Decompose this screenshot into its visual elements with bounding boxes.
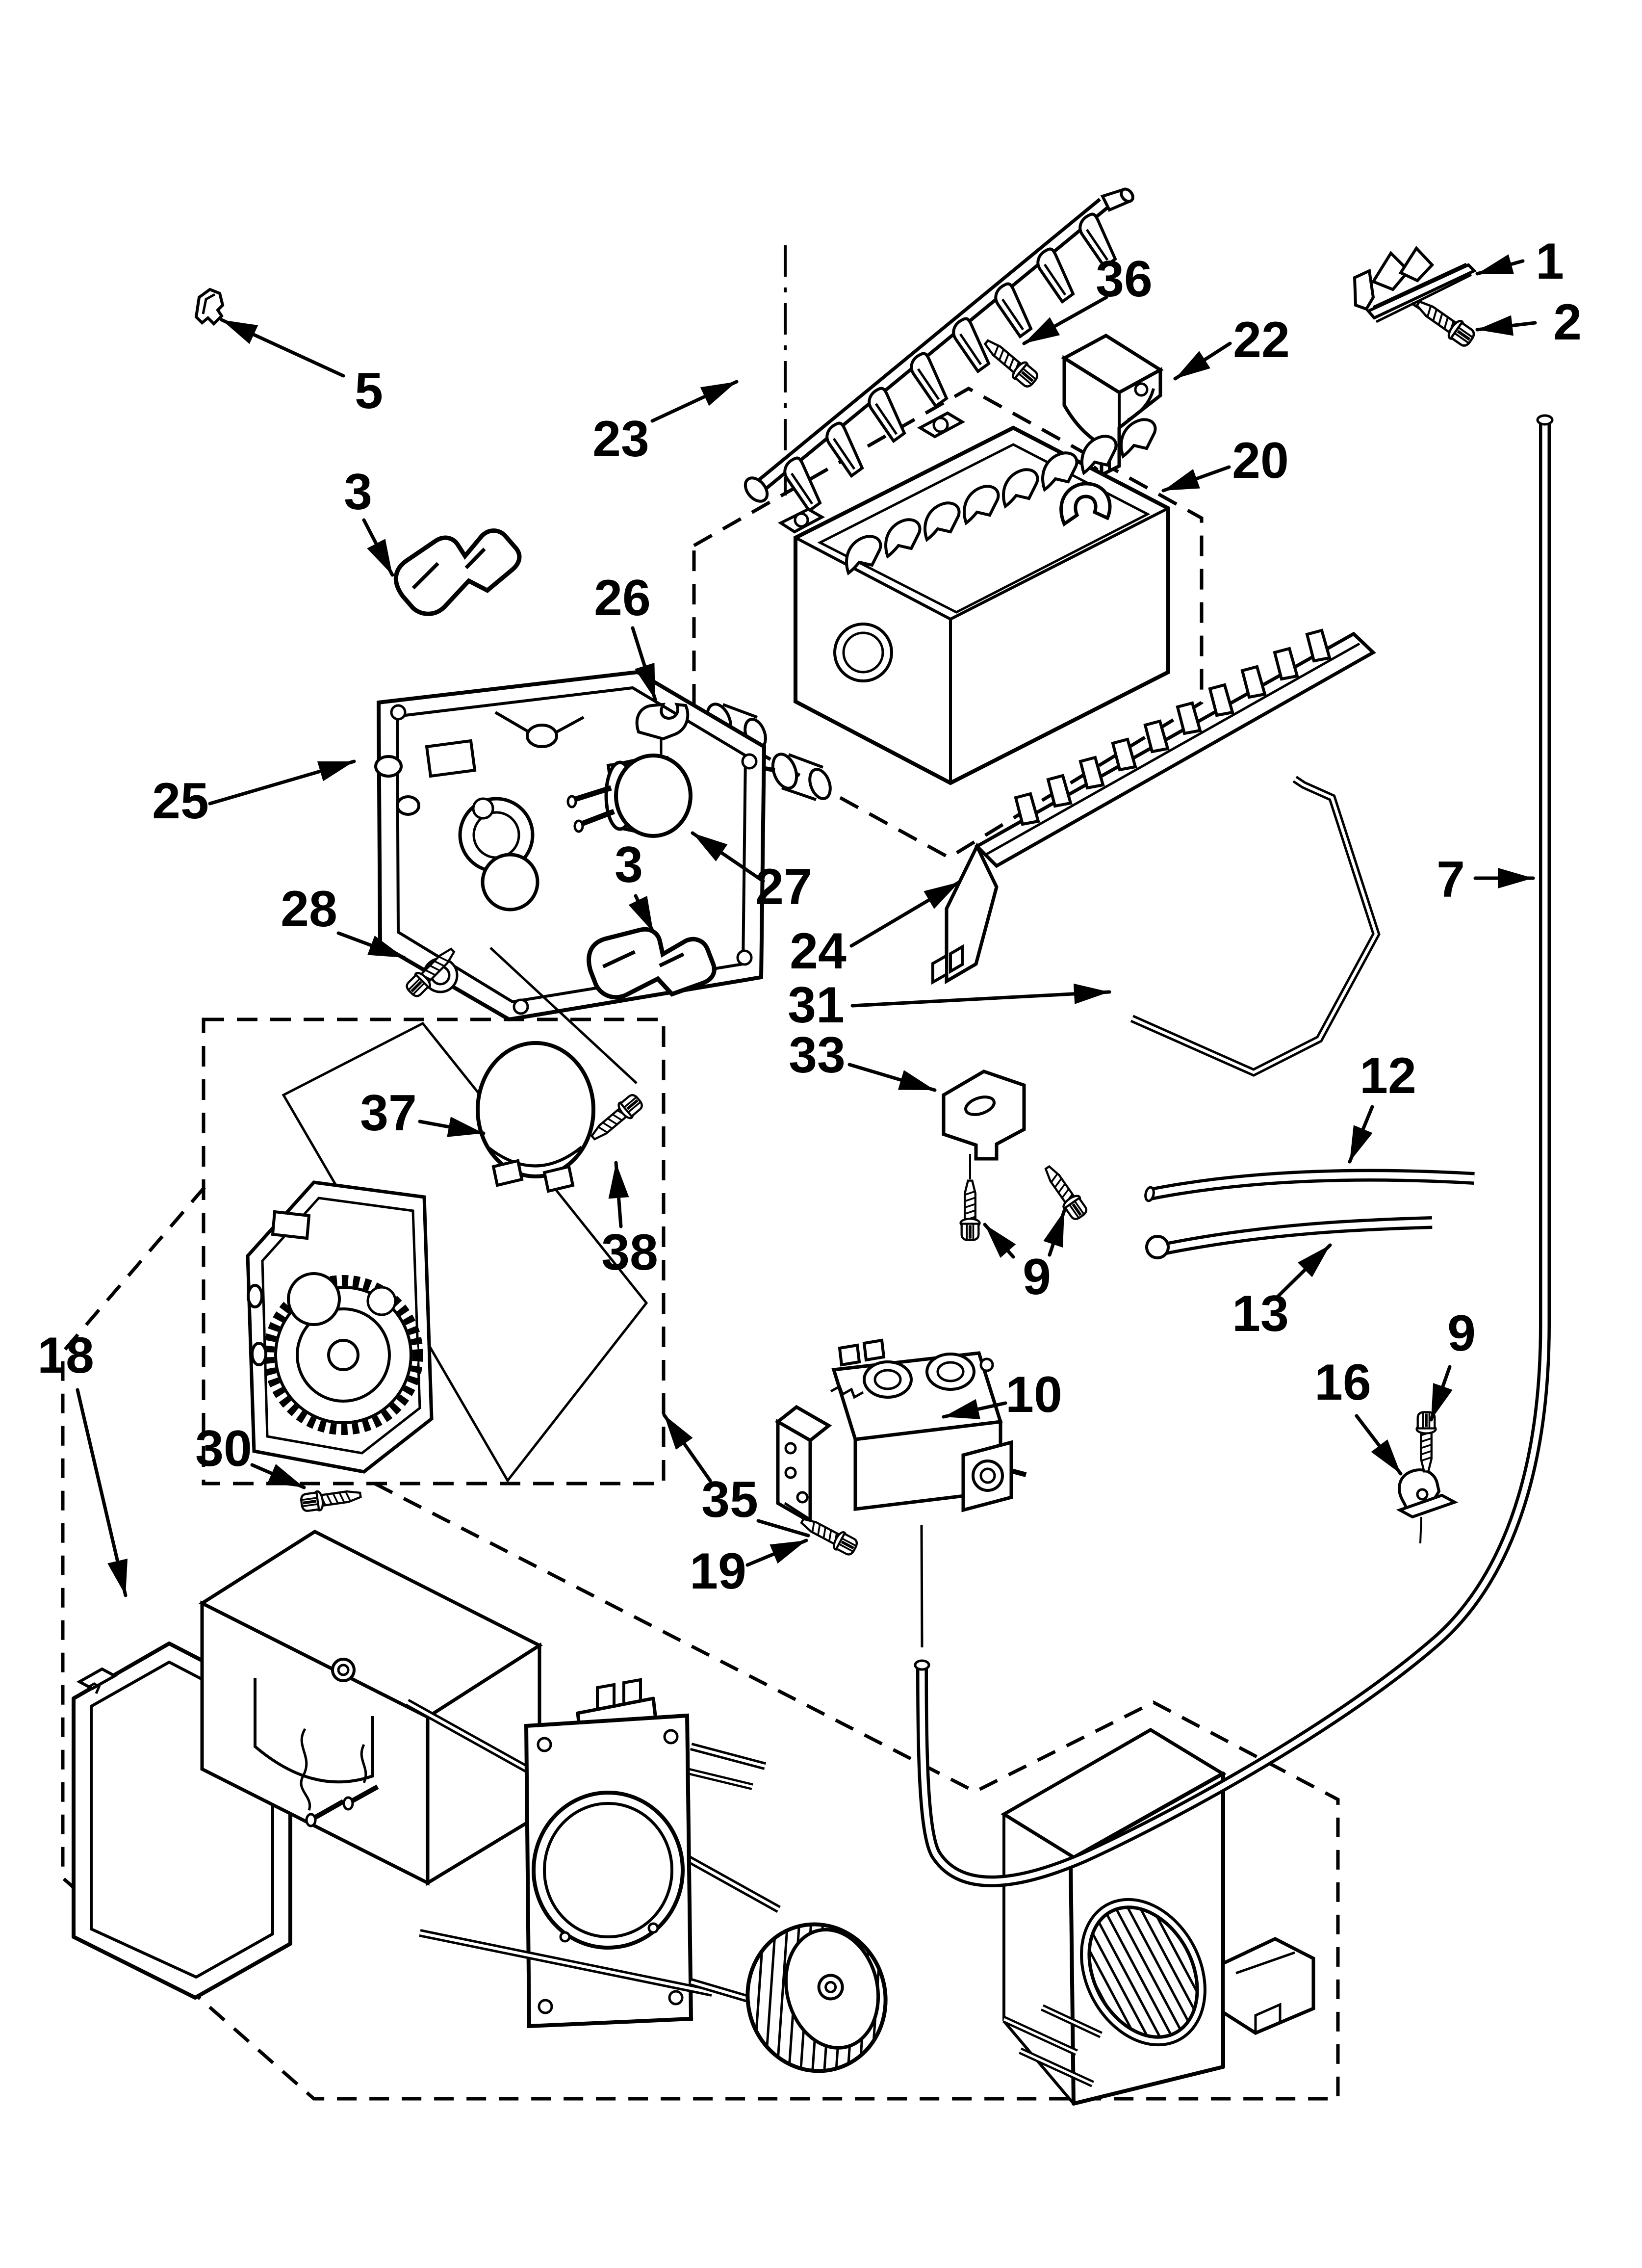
part-bracket-33 bbox=[942, 1069, 1026, 1161]
callout-label-28: 28 bbox=[281, 881, 337, 938]
callout-label-18: 18 bbox=[37, 1327, 94, 1384]
callout-label-30: 30 bbox=[195, 1420, 252, 1477]
callout-label-9-pair: 9 bbox=[1023, 1249, 1051, 1305]
housing-dashed-outline bbox=[61, 1186, 1340, 2101]
callout-label-5: 5 bbox=[355, 363, 383, 419]
callout-20: 20 bbox=[1161, 432, 1289, 493]
part-clip-26 bbox=[635, 703, 690, 763]
callout-30: 30 bbox=[195, 1420, 306, 1489]
callout-label-19: 19 bbox=[690, 1543, 746, 1600]
callouts: 1 2 5 23 36 22 20 3 bbox=[37, 233, 1582, 1600]
part-clip-5 bbox=[194, 287, 225, 326]
callout-38: 38 bbox=[601, 1161, 658, 1281]
callout-16: 16 bbox=[1314, 1354, 1403, 1476]
part-screw-19 bbox=[784, 1502, 859, 1557]
callout-10: 10 bbox=[942, 1366, 1062, 1423]
part-clamp-16 bbox=[1396, 1468, 1459, 1544]
callout-label-12: 12 bbox=[1360, 1047, 1416, 1104]
part-motor-27 bbox=[566, 754, 693, 838]
callout-label-9b: 9 bbox=[1447, 1305, 1476, 1362]
callout-label-31: 31 bbox=[788, 977, 845, 1034]
callout-26: 26 bbox=[594, 570, 657, 702]
callout-label-10: 10 bbox=[1005, 1366, 1062, 1423]
part-tube-13 bbox=[1145, 1216, 1433, 1259]
callout-37: 37 bbox=[360, 1085, 486, 1142]
module-alignment-plane bbox=[282, 1021, 648, 1483]
part-duct-housing bbox=[1001, 1727, 1315, 2106]
callout-label-36: 36 bbox=[1096, 251, 1153, 308]
callout-1: 1 bbox=[1475, 233, 1564, 290]
part-stripper-24 bbox=[931, 630, 1376, 985]
callout-label-26: 26 bbox=[594, 570, 651, 626]
callout-label-3a: 3 bbox=[344, 464, 372, 521]
callout-label-24: 24 bbox=[790, 923, 847, 980]
part-tube-12 bbox=[1144, 1169, 1475, 1202]
callout-35: 35 bbox=[662, 1413, 810, 1538]
callout-9b: 9 bbox=[1429, 1305, 1476, 1422]
callout-33: 33 bbox=[789, 1027, 937, 1092]
part-gear-plate bbox=[246, 1180, 434, 1474]
callout-25: 25 bbox=[152, 759, 356, 830]
callout-2: 2 bbox=[1475, 294, 1582, 351]
callout-23: 23 bbox=[592, 380, 739, 468]
part-auger-23 bbox=[744, 187, 1134, 511]
callout-label-37: 37 bbox=[360, 1085, 417, 1142]
part-blower-wheel bbox=[745, 1922, 888, 2073]
part-water-tube-7 bbox=[914, 414, 1554, 1887]
callout-label-7: 7 bbox=[1437, 851, 1465, 908]
callout-9-pair: 9 bbox=[983, 1209, 1066, 1305]
part-bracket-1 bbox=[1353, 246, 1477, 323]
callout-3b: 3 bbox=[615, 836, 655, 934]
callout-3a: 3 bbox=[344, 464, 394, 577]
callout-label-1: 1 bbox=[1536, 233, 1564, 290]
callout-36: 36 bbox=[1022, 251, 1153, 345]
callout-19: 19 bbox=[690, 1538, 808, 1600]
mold-dashed-box bbox=[692, 386, 1204, 860]
callout-label-22: 22 bbox=[1233, 312, 1290, 368]
callout-label-2: 2 bbox=[1553, 294, 1582, 351]
callout-27: 27 bbox=[691, 831, 812, 915]
callout-label-27: 27 bbox=[755, 859, 812, 915]
part-mold-20 bbox=[681, 411, 1170, 801]
callout-12: 12 bbox=[1348, 1047, 1416, 1164]
part-shutoff-arm-31 bbox=[1130, 776, 1381, 1077]
part-screw-9-left bbox=[961, 1154, 980, 1240]
callout-28: 28 bbox=[281, 881, 406, 960]
callout-24: 24 bbox=[790, 880, 961, 980]
callout-5: 5 bbox=[220, 318, 383, 419]
callout-label-38: 38 bbox=[601, 1224, 658, 1281]
module-dashed-box bbox=[202, 1017, 666, 1486]
callout-label-13: 13 bbox=[1232, 1285, 1289, 1342]
part-module-motor-37 bbox=[476, 1041, 595, 1193]
callout-label-25: 25 bbox=[152, 773, 209, 830]
callout-label-20: 20 bbox=[1232, 432, 1289, 489]
callout-7: 7 bbox=[1437, 851, 1535, 908]
callout-13: 13 bbox=[1232, 1243, 1332, 1342]
callout-18: 18 bbox=[37, 1327, 128, 1597]
callout-label-16: 16 bbox=[1314, 1354, 1371, 1411]
callout-label-23: 23 bbox=[592, 411, 649, 468]
callout-label-35: 35 bbox=[701, 1471, 758, 1528]
callout-31: 31 bbox=[788, 977, 1111, 1034]
part-screw-2 bbox=[1411, 295, 1477, 349]
callout-label-3b: 3 bbox=[615, 836, 643, 893]
callout-label-33: 33 bbox=[789, 1027, 846, 1084]
callout-22: 22 bbox=[1173, 312, 1290, 381]
